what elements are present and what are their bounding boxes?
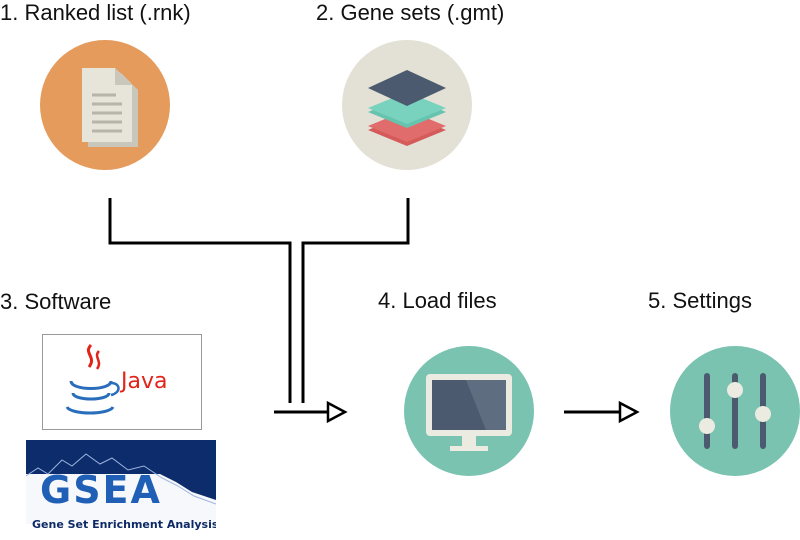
sliders-icon bbox=[699, 373, 771, 449]
step4-label: 4. Load files bbox=[378, 288, 497, 313]
java-wordmark: Java bbox=[121, 369, 168, 394]
layers-icon bbox=[368, 70, 446, 146]
gsea-subtitle: Gene Set Enrichment Analysis bbox=[32, 518, 216, 531]
document-icon bbox=[82, 68, 138, 147]
monitor-icon bbox=[426, 374, 512, 451]
load-files-circle bbox=[404, 346, 534, 476]
step3-label: 3. Software bbox=[0, 289, 112, 314]
gsea-logo: GSEA Gene Set Enrichment Analysis bbox=[26, 440, 216, 540]
arrow-to-settings-head bbox=[618, 400, 640, 424]
step5-label: 5. Settings bbox=[648, 288, 752, 313]
connector-ranked-list bbox=[108, 198, 292, 403]
gsea-banner bbox=[26, 440, 216, 540]
gene-sets-circle bbox=[342, 40, 472, 170]
ranked-list-circle bbox=[40, 40, 170, 170]
step2-label: 2. Gene sets (.gmt) bbox=[316, 0, 505, 25]
java-cup-icon bbox=[65, 343, 120, 415]
settings-circle bbox=[670, 346, 800, 476]
arrow-to-load-files-head bbox=[326, 400, 348, 424]
gsea-wordmark: GSEA bbox=[40, 468, 162, 512]
step1-label: 1. Ranked list (.rnk) bbox=[0, 0, 191, 25]
java-logo: Java bbox=[42, 334, 202, 430]
connector-gene-sets bbox=[301, 198, 410, 403]
